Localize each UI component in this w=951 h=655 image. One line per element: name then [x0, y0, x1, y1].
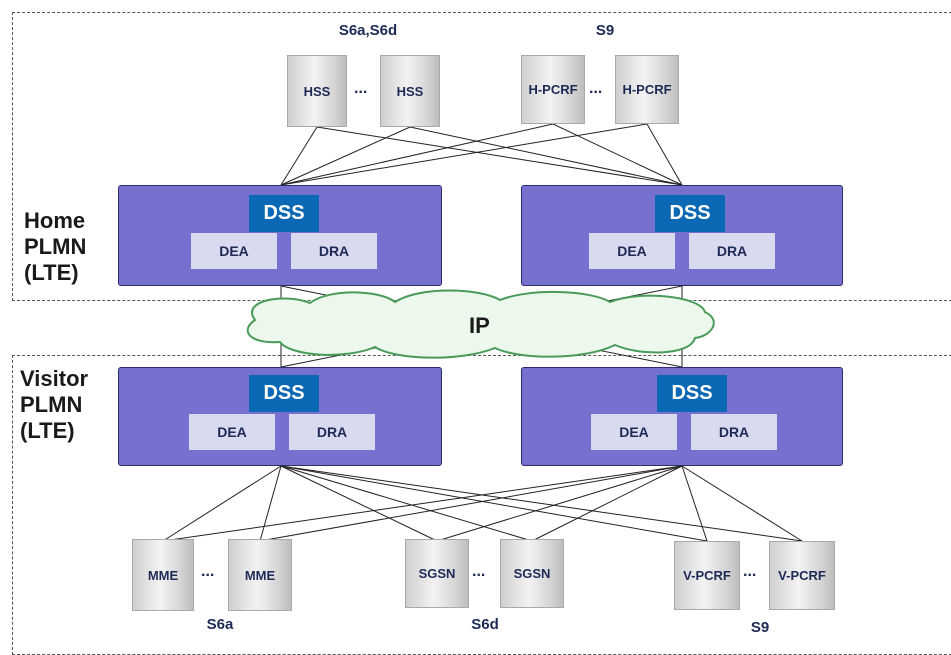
visitor-dss-left: DSS DEA DRA [118, 367, 442, 466]
home-dss-left: DSS DEA DRA [118, 185, 442, 286]
visitor-pcrf-ellipsis: ... [743, 563, 757, 580]
home-interface-s6a-s6d: S6a,S6d [338, 22, 398, 39]
visitor-label-line-1: Visitor [20, 366, 89, 391]
visitor-interface-s6a: S6a [206, 616, 234, 633]
home-interface-s9: S9 [595, 22, 615, 39]
visitor-dss-right: DSS DEA DRA [521, 367, 843, 466]
mme-server-1: MME [132, 539, 194, 611]
hss-server-1: HSS [287, 55, 347, 127]
connection-lines [162, 123, 803, 542]
v-pcrf-server-1: V-PCRF [674, 541, 740, 610]
home-dss-right-title: DSS [655, 195, 725, 232]
home-label-line-2: PLMN [24, 234, 87, 259]
v-pcrf-server-2: V-PCRF [769, 541, 835, 610]
home-dss-right-dea: DEA [589, 233, 675, 269]
home-plmn-label: Home PLMN (LTE) [24, 208, 86, 286]
visitor-plmn-label: Visitor PLMN (LTE) [20, 366, 88, 444]
visitor-sgsn-ellipsis: ... [472, 563, 486, 580]
home-pcrf-ellipsis: ... [589, 80, 603, 97]
visitor-mme-ellipsis: ... [201, 563, 215, 580]
h-pcrf-server-2: H-PCRF [615, 55, 679, 124]
visitor-interface-s6d: S6d [471, 616, 499, 633]
hss-server-2: HSS [380, 55, 440, 127]
home-dss-right-dra: DRA [689, 233, 775, 269]
ip-cloud [246, 289, 715, 359]
visitor-dss-left-dra: DRA [289, 414, 375, 450]
sgsn-server-1: SGSN [405, 539, 469, 608]
visitor-interface-s9: S9 [750, 619, 770, 636]
visitor-dss-right-title: DSS [657, 375, 727, 412]
visitor-label-line-3: (LTE) [20, 418, 75, 443]
sgsn-server-2: SGSN [500, 539, 564, 608]
h-pcrf-server-1: H-PCRF [521, 55, 585, 124]
visitor-dss-right-dra: DRA [691, 414, 777, 450]
home-label-line-3: (LTE) [24, 260, 79, 285]
visitor-dss-left-dea: DEA [189, 414, 275, 450]
home-dss-left-dra: DRA [291, 233, 377, 269]
home-label-line-1: Home [24, 208, 86, 233]
home-dss-left-title: DSS [249, 195, 319, 232]
home-dss-right: DSS DEA DRA [521, 185, 843, 286]
visitor-dss-left-title: DSS [249, 375, 319, 412]
visitor-label-line-2: PLMN [20, 392, 83, 417]
ip-label: IP [469, 313, 490, 338]
visitor-dss-right-dea: DEA [591, 414, 677, 450]
home-hss-ellipsis: ... [354, 80, 368, 97]
mme-server-2: MME [228, 539, 292, 611]
home-dss-left-dea: DEA [191, 233, 277, 269]
